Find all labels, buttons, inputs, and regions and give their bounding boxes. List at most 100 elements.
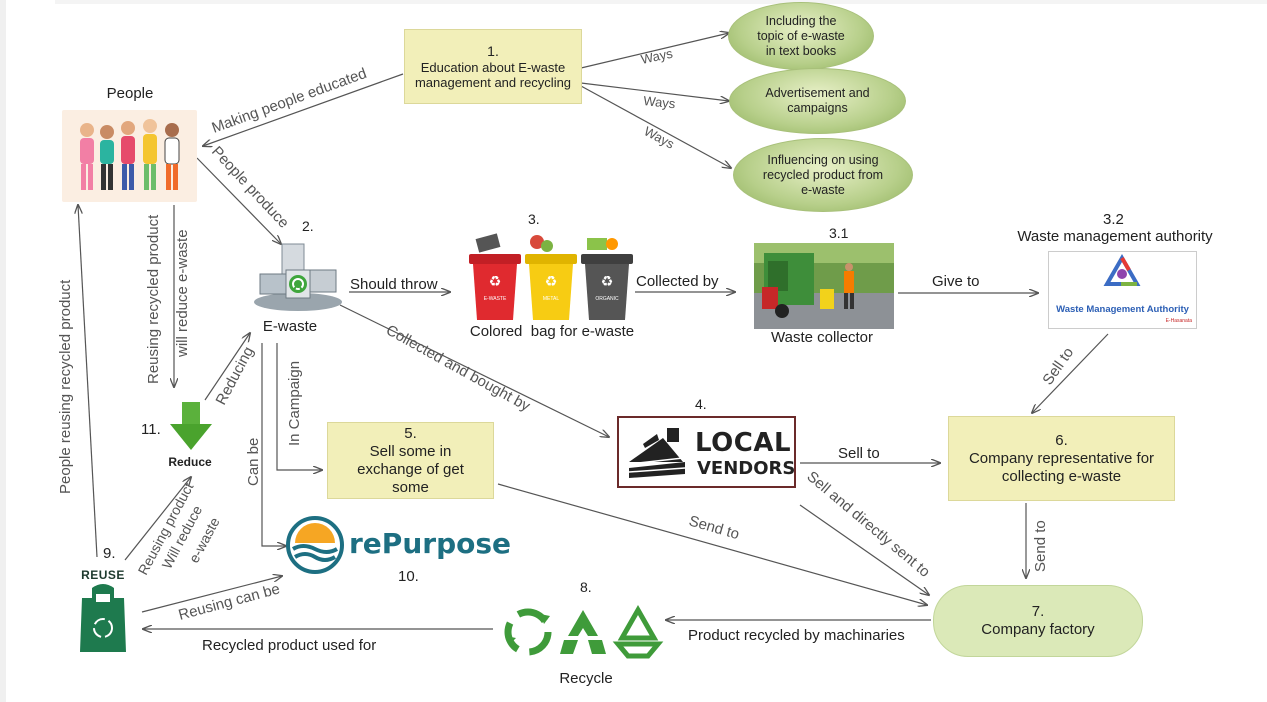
bin-red-tag: E-WASTE	[484, 296, 507, 302]
edge-can-be	[261, 343, 286, 546]
recycle-number: 8.	[580, 579, 592, 595]
reduce-number: 11.	[141, 421, 161, 438]
edge-reusing-can-be	[141, 576, 282, 613]
way-textbooks-text: Including the topic of e-waste in text b…	[757, 13, 845, 58]
factory-number: 7.	[1031, 603, 1045, 620]
edge-ways-2	[580, 82, 729, 101]
person-figure-4	[143, 119, 157, 190]
recycle-label: Recycle	[559, 670, 613, 687]
label-collected-by: Collected by	[636, 273, 719, 290]
repurpose-logo: rePurpose	[285, 515, 511, 577]
edge-ways-1	[580, 33, 729, 69]
top-margin-strip	[55, 0, 1267, 4]
way-textbooks: Including the topic of e-waste in text b…	[728, 2, 874, 70]
reduce-arrow-icon	[168, 400, 214, 454]
vendors-number: 4.	[695, 396, 707, 412]
label-ways-2: Ways	[643, 93, 677, 111]
label-ways-1: Ways	[640, 46, 675, 67]
edge-sell-direct	[799, 504, 929, 595]
authority-number: 3.2	[1103, 211, 1124, 228]
node-company-factory: 7. Company factory	[933, 585, 1143, 657]
label-should-throw: Should throw	[350, 276, 438, 293]
reuse-number: 9.	[103, 545, 116, 562]
way-influencing-text: Influencing on using recycled product fr…	[762, 152, 884, 197]
node-company-rep-text: Company representative for collecting e-…	[968, 449, 1155, 485]
bin-yellow: ♻ METAL	[525, 254, 577, 320]
node-company-rep: 6. Company representative for collecting…	[948, 416, 1175, 501]
colored-bins-image: ♻ E-WASTE ♻ METAL ♻ ORGANIC	[467, 230, 637, 322]
factory-text: Company factory	[981, 621, 1095, 638]
label-recycled-machinaries: Product recycled by machinaries	[688, 627, 905, 644]
reuse-label: REUSE	[81, 568, 125, 582]
bin-gray: ♻ ORGANIC	[581, 254, 633, 320]
label-reusing-recycled: Reusing recycled product	[145, 214, 162, 384]
label-sell-to-vendor: Sell to	[838, 445, 880, 462]
person-figure-1	[80, 123, 94, 190]
person-figure-3	[121, 121, 135, 190]
label-reducing: Reducing	[213, 344, 258, 408]
reuse-logo: REUSE	[78, 566, 128, 654]
node-education: 1. Education about E-waste management an…	[404, 29, 582, 104]
person-figure-2	[100, 125, 114, 190]
label-give-to: Give to	[932, 273, 980, 290]
label-people-reusing: People reusing recycled product	[57, 279, 74, 494]
label-sell-to-authority: Sell to	[1039, 344, 1077, 388]
way-advertisement: Advertisement and campaigns	[729, 68, 906, 134]
label-will-reduce: will reduce e-waste	[174, 229, 191, 358]
label-making-educated: Making people educated	[210, 65, 369, 137]
label-ways-3: Ways	[642, 123, 678, 152]
node-company-rep-number: 6.	[1055, 431, 1068, 449]
edge-send-to-5	[497, 483, 927, 605]
bins-label: Colored bag for e-waste	[469, 323, 635, 340]
collector-label: Waste collector	[771, 329, 873, 346]
edge-collected-bought	[339, 304, 609, 437]
label-can-be: Can be	[245, 438, 262, 486]
way-advertisement-text: Advertisement and campaigns	[765, 86, 870, 115]
node-sell-some-number: 5.	[404, 424, 417, 442]
label-send-to-rep: Send to	[1032, 520, 1049, 572]
edge-in-campaign	[276, 343, 322, 470]
waste-collector-photo	[754, 243, 894, 329]
vendors-line2: VENDORS	[697, 458, 796, 479]
ewaste-label: E-waste	[262, 318, 318, 335]
repurpose-logo-text: rePurpose	[349, 527, 511, 560]
svg-text:♻: ♻	[489, 274, 502, 290]
ewaste-number: 2.	[302, 218, 314, 234]
authority-logo-text: Waste Management Authority	[1056, 304, 1189, 315]
person-figure-5	[164, 123, 180, 190]
edge-making-educated	[203, 73, 404, 146]
edge-ways-3	[580, 85, 731, 168]
node-education-number: 1.	[487, 43, 499, 59]
label-send-to-5: Send to	[687, 513, 741, 544]
node-sell-some: 5. Sell some in exchange of get some	[327, 422, 494, 499]
way-influencing: Influencing on using recycled product fr…	[733, 138, 913, 212]
edge-people-reusing	[78, 205, 98, 558]
authority-logo: Waste Management Authority E-Hasanata	[1048, 251, 1197, 329]
label-recycled-used-for: Recycled product used for	[202, 637, 376, 654]
authority-label: Waste management authority	[1017, 228, 1213, 245]
recycle-icons	[498, 600, 668, 664]
left-margin-strip	[0, 0, 6, 702]
bin-red: ♻ E-WASTE	[469, 254, 521, 320]
svg-text:♻: ♻	[545, 274, 558, 290]
node-education-text: Education about E-waste management and r…	[414, 60, 572, 90]
bins-number: 3.	[528, 211, 540, 227]
people-label: People	[106, 85, 154, 102]
label-people-produce: People produce	[208, 143, 292, 231]
local-vendors-logo: LOCAL VENDORS	[617, 416, 796, 488]
reduce-label: Reduce	[168, 455, 212, 469]
recycle-icon-3	[612, 604, 664, 659]
recycle-icon-2	[560, 610, 606, 654]
repurpose-number: 10.	[398, 568, 419, 585]
ewaste-pile-image	[252, 240, 344, 312]
edge-reducing	[204, 333, 250, 401]
edge-people-produce	[196, 157, 281, 244]
label-sell-direct: Sell and directly sent to	[803, 468, 933, 581]
vendors-line1: LOCAL	[695, 428, 792, 458]
edge-reuse-reduce	[124, 477, 191, 561]
edge-sell-to-authority	[1032, 333, 1109, 413]
people-image	[62, 110, 197, 202]
bin-yellow-tag: METAL	[543, 296, 560, 302]
recycle-icon-1	[504, 608, 552, 656]
